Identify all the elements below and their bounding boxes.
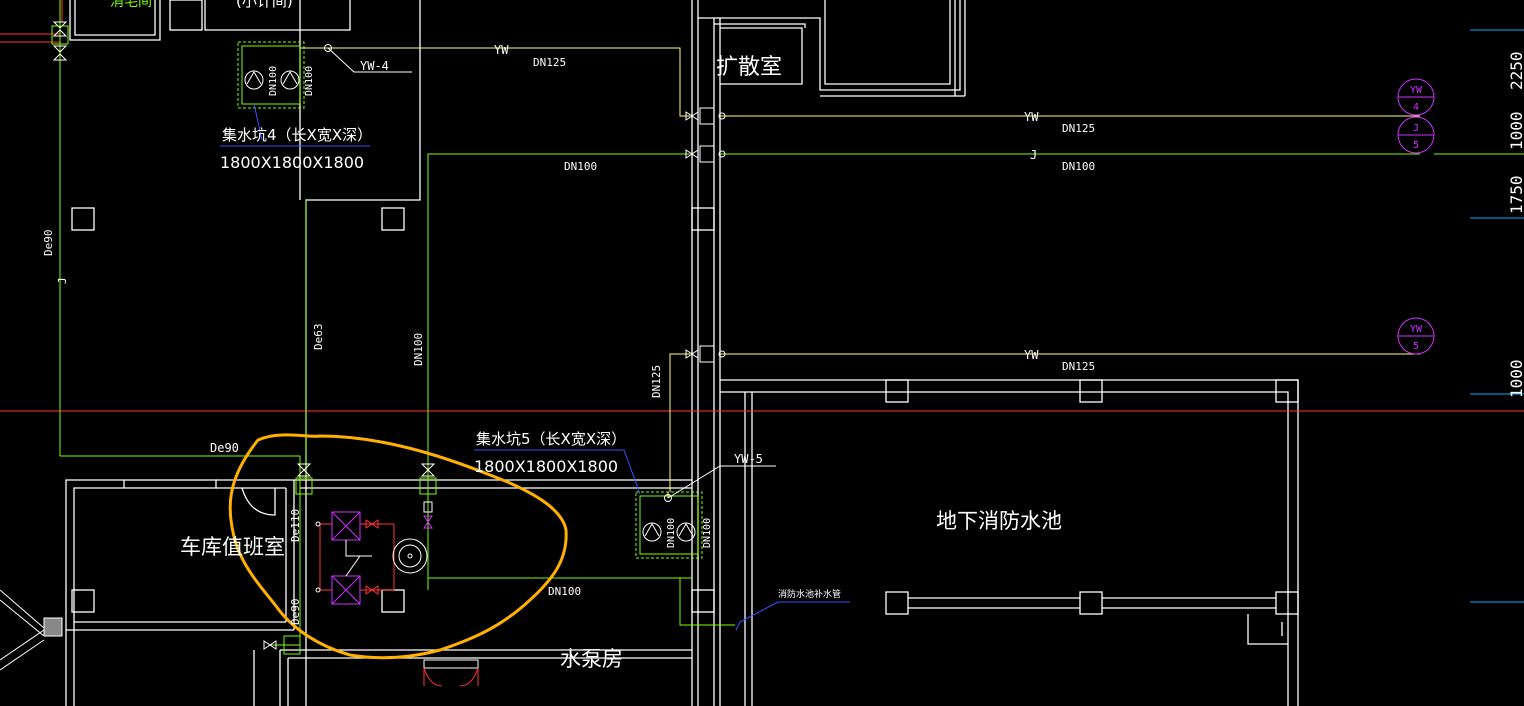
bubble-yw5-top: YW [1410,324,1423,335]
bubble-j5-bottom: 5 [1413,140,1419,151]
sump4-size: 1800X1800X1800 [220,153,364,172]
left-edge-details [0,589,63,671]
tag-j-v: J [56,277,69,284]
bubble-j5-top: J [1413,123,1419,134]
tag-de63-v: De63 [312,324,325,351]
tag-dn100-bottom: DN100 [548,585,581,598]
drain-pipes [300,47,1420,498]
sump5-title: 集水坑5（长X宽X深） [476,430,626,448]
tag-j-row2: J [1030,148,1037,162]
tag-yw-row1: YW [1024,110,1039,124]
tag-leaders [327,47,776,499]
bubble-yw5-bottom: 5 [1413,341,1419,352]
valves [51,21,726,655]
tag-de90-h: De90 [210,441,239,455]
pump-equipment [315,511,479,687]
tag-dn100-mid: DN100 [564,160,597,173]
tag-yw-row3: YW [1024,348,1039,362]
dim-lines [1470,29,1524,603]
supply-pipes [59,0,1524,650]
tag-yw5: YW-5 [734,452,763,466]
tag-de110-v: De110 [289,509,302,542]
bubble-yw4-bottom: 4 [1413,102,1419,113]
tag-dn100-v: DN100 [412,333,425,366]
dim-1000b: 1000 [1507,359,1524,398]
bubble-yw4-top: YW [1410,85,1423,96]
room-diffuser: 扩散室 [716,55,782,80]
room-fire-pool: 地下消防水池 [936,509,1062,533]
room-duty: 车库值班室 [180,535,285,559]
tag-fire-pool-refill: 消防水池补水管 [778,588,841,600]
dim-2250: 2250 [1507,51,1524,90]
tag-de90-v2: De90 [289,599,302,626]
axis-lines [0,0,1524,412]
leaders [220,103,850,631]
tag-yw4: YW-4 [360,59,389,73]
dim-1000a: 1000 [1507,111,1524,150]
tag-dn125-v: DN125 [650,365,663,398]
dim-1750: 1750 [1507,175,1524,214]
highlight-annotation [228,433,568,660]
tag-dn125-top: DN125 [533,56,566,69]
tag-de90-v: De90 [42,230,55,257]
room-top-left: (小计间) [236,0,293,10]
sump4-title: 集水坑4（长X宽X深） [222,126,372,144]
grid-bubbles [1397,78,1435,355]
tag-dn100-sump4a: DN100 [268,66,279,96]
tag-dn125-row3: DN125 [1062,360,1095,373]
tag-dn100-sump5b: DN100 [702,518,713,548]
tag-yw-top: YW [494,43,509,57]
tag-dn100-sump5a: DN100 [666,518,677,548]
sump4-pumps [244,70,300,90]
sump5-pumps [642,522,696,542]
walls [65,0,1299,706]
room-top-corner: 消毛间 [110,0,152,10]
tag-dn100-sump4b: DN100 [304,66,315,96]
room-pump: 水泵房 [560,647,623,671]
tag-dn125-row1: DN125 [1062,122,1095,135]
tag-dn100-row2: DN100 [1062,160,1095,173]
sump5-size: 1800X1800X1800 [474,457,618,476]
